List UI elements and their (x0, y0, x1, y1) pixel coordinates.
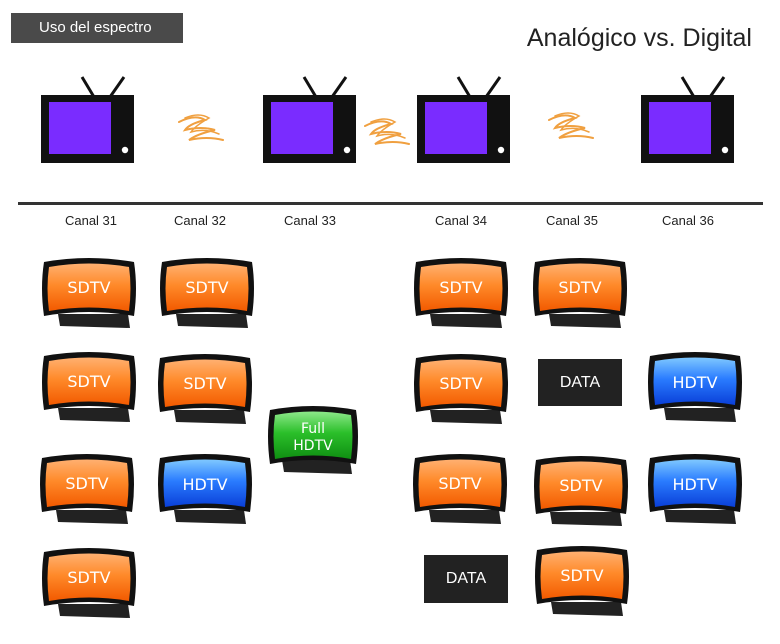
sdtv-label: SDTV (558, 278, 601, 297)
hdtv-label: HDTV (672, 475, 717, 494)
full-hdtv-label-line1: Full (301, 421, 325, 437)
analog-tv-icon-1 (41, 76, 134, 163)
data-block: DATA (424, 555, 508, 603)
hdtv-label: HDTV (182, 475, 227, 494)
sdtv-label: SDTV (67, 568, 110, 587)
sdtv-label: SDTV (183, 374, 226, 393)
sdtv-label: SDTV (185, 278, 228, 297)
section-label: Uso del espectro (11, 13, 183, 43)
sdtv-screen: SDTV (42, 258, 136, 328)
sdtv-screen: SDTV (42, 548, 136, 618)
analog-tv-icon-2 (263, 76, 356, 163)
sdtv-label: SDTV (67, 372, 110, 391)
page-title: Analógico vs. Digital (526, 24, 752, 52)
sdtv-label: SDTV (65, 474, 108, 493)
data-block: DATA (538, 359, 622, 406)
channel-label-31: Canal 31 (64, 213, 118, 228)
full-hdtv-label-line2: HDTV (293, 438, 333, 454)
channel-label-32: Canal 32 (173, 213, 227, 228)
channel-label-35: Canal 35 (545, 213, 599, 228)
channel-label-34: Canal 34 (434, 213, 488, 228)
analog-tv-icon-4 (641, 76, 734, 163)
sdtv-screen: SDTV (413, 454, 507, 524)
analog-tv-icon-3 (417, 76, 510, 163)
spectrum-divider (18, 202, 763, 205)
signal-wave-icon-3 (548, 112, 594, 139)
sdtv-screen: SDTV (414, 354, 508, 424)
signal-wave-icon-2 (364, 118, 410, 145)
sdtv-screen: SDTV (42, 352, 136, 422)
hdtv-label: HDTV (672, 373, 717, 392)
sdtv-screen: SDTV (535, 546, 629, 616)
sdtv-label: SDTV (439, 278, 482, 297)
channel-label-33: Canal 33 (283, 213, 337, 228)
sdtv-screen: SDTV (414, 258, 508, 328)
sdtv-label: SDTV (67, 278, 110, 297)
sdtv-label: SDTV (438, 474, 481, 493)
sdtv-screen: SDTV (533, 258, 627, 328)
hdtv-screen: HDTV (648, 352, 742, 422)
sdtv-label: SDTV (559, 476, 602, 495)
sdtv-screen: SDTV (534, 456, 628, 526)
hdtv-screen: HDTV (158, 454, 252, 524)
sdtv-screen: SDTV (160, 258, 254, 328)
sdtv-screen: SDTV (40, 454, 134, 524)
sdtv-screen: SDTV (158, 354, 252, 424)
signal-wave-icon-1 (178, 114, 224, 141)
full-hdtv-screen: Full HDTV (268, 406, 358, 474)
channel-label-36: Canal 36 (661, 213, 715, 228)
sdtv-label: SDTV (439, 374, 482, 393)
hdtv-screen: HDTV (648, 454, 742, 524)
sdtv-label: SDTV (560, 566, 603, 585)
